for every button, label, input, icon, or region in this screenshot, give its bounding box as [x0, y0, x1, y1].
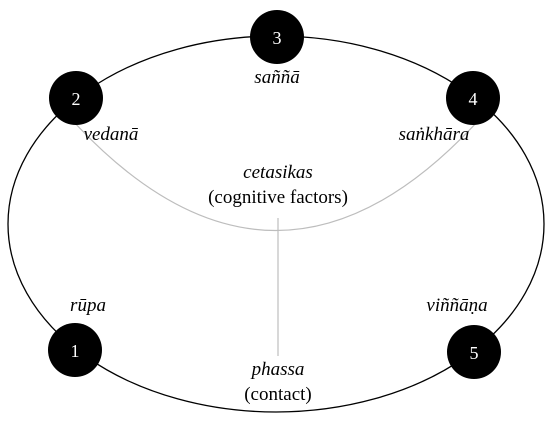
node-1: 1	[48, 323, 102, 377]
node-2-circle	[49, 71, 103, 125]
phassa-gloss: (contact)	[244, 384, 312, 405]
node-4-number: 4	[469, 89, 478, 109]
node-1-circle	[48, 323, 102, 377]
node-5-circle	[447, 325, 501, 379]
cetasikas-gloss: (cognitive factors)	[208, 187, 348, 208]
cetasikas-term: cetasikas	[243, 162, 313, 183]
node-3-label: saññā	[254, 67, 300, 88]
node-4-circle	[446, 71, 500, 125]
node-1-number: 1	[71, 341, 80, 361]
node-4: 4	[446, 71, 500, 125]
node-1-label: rūpa	[70, 295, 106, 316]
node-2-label: vedanā	[84, 124, 139, 145]
node-5-number: 5	[470, 343, 479, 363]
cetasikas-arc	[72, 120, 479, 232]
node-3-number: 3	[273, 28, 282, 48]
node-5-label: viññāṇa	[426, 295, 487, 316]
node-5: 5	[447, 325, 501, 379]
node-3: 3	[250, 10, 304, 64]
node-4-label: saṅkhāra	[399, 124, 470, 145]
phassa-term: phassa	[250, 359, 305, 380]
node-2: 2	[49, 71, 103, 125]
node-3-circle	[250, 10, 304, 64]
node-2-number: 2	[72, 89, 81, 109]
